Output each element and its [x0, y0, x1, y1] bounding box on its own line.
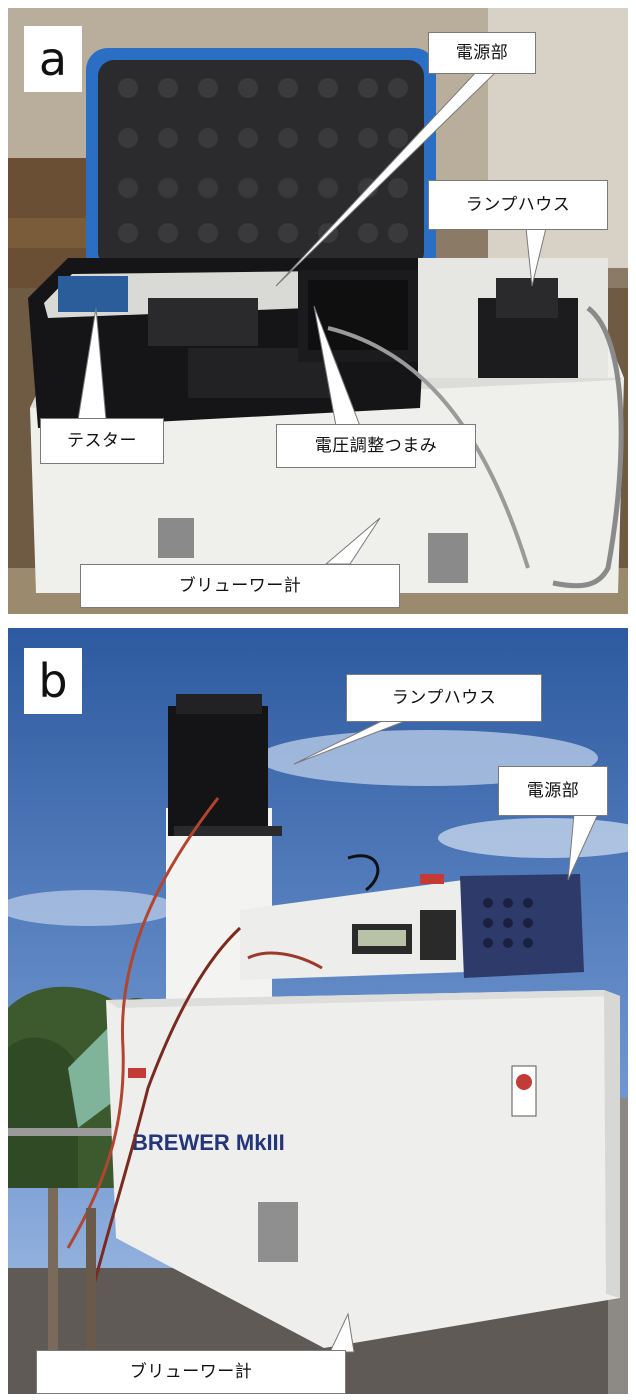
panel-b-lamphouse-label: ランプハウス [346, 674, 542, 722]
panel-b-scene: BREWER MkIII [8, 628, 628, 1394]
panel-b-power-label: 電源部 [498, 766, 608, 816]
panel-a-photo: a 電源部 ランプハウス テスター 電圧調整つまみ ブリューワー計 [8, 8, 628, 614]
panel-a-scene [8, 8, 628, 614]
panel-a-lamphouse-label: ランプハウス [428, 180, 608, 230]
panel-b-photo: BREWER MkIII b ランプハウス 電源部 ブリューワー計 [8, 628, 628, 1394]
panel-b-letter: b [24, 648, 82, 714]
panel-a-letter: a [24, 26, 82, 92]
panel-a-brewer-label: ブリューワー計 [80, 564, 400, 608]
panel-a-voltage-knob-label: 電圧調整つまみ [276, 424, 476, 468]
panel-a-power-label: 電源部 [428, 32, 536, 74]
panel-b-brewer-label: ブリューワー計 [36, 1350, 346, 1394]
panel-a-tester-label: テスター [40, 418, 164, 464]
panel-b-instrument-text: BREWER MkIII [132, 1130, 285, 1155]
